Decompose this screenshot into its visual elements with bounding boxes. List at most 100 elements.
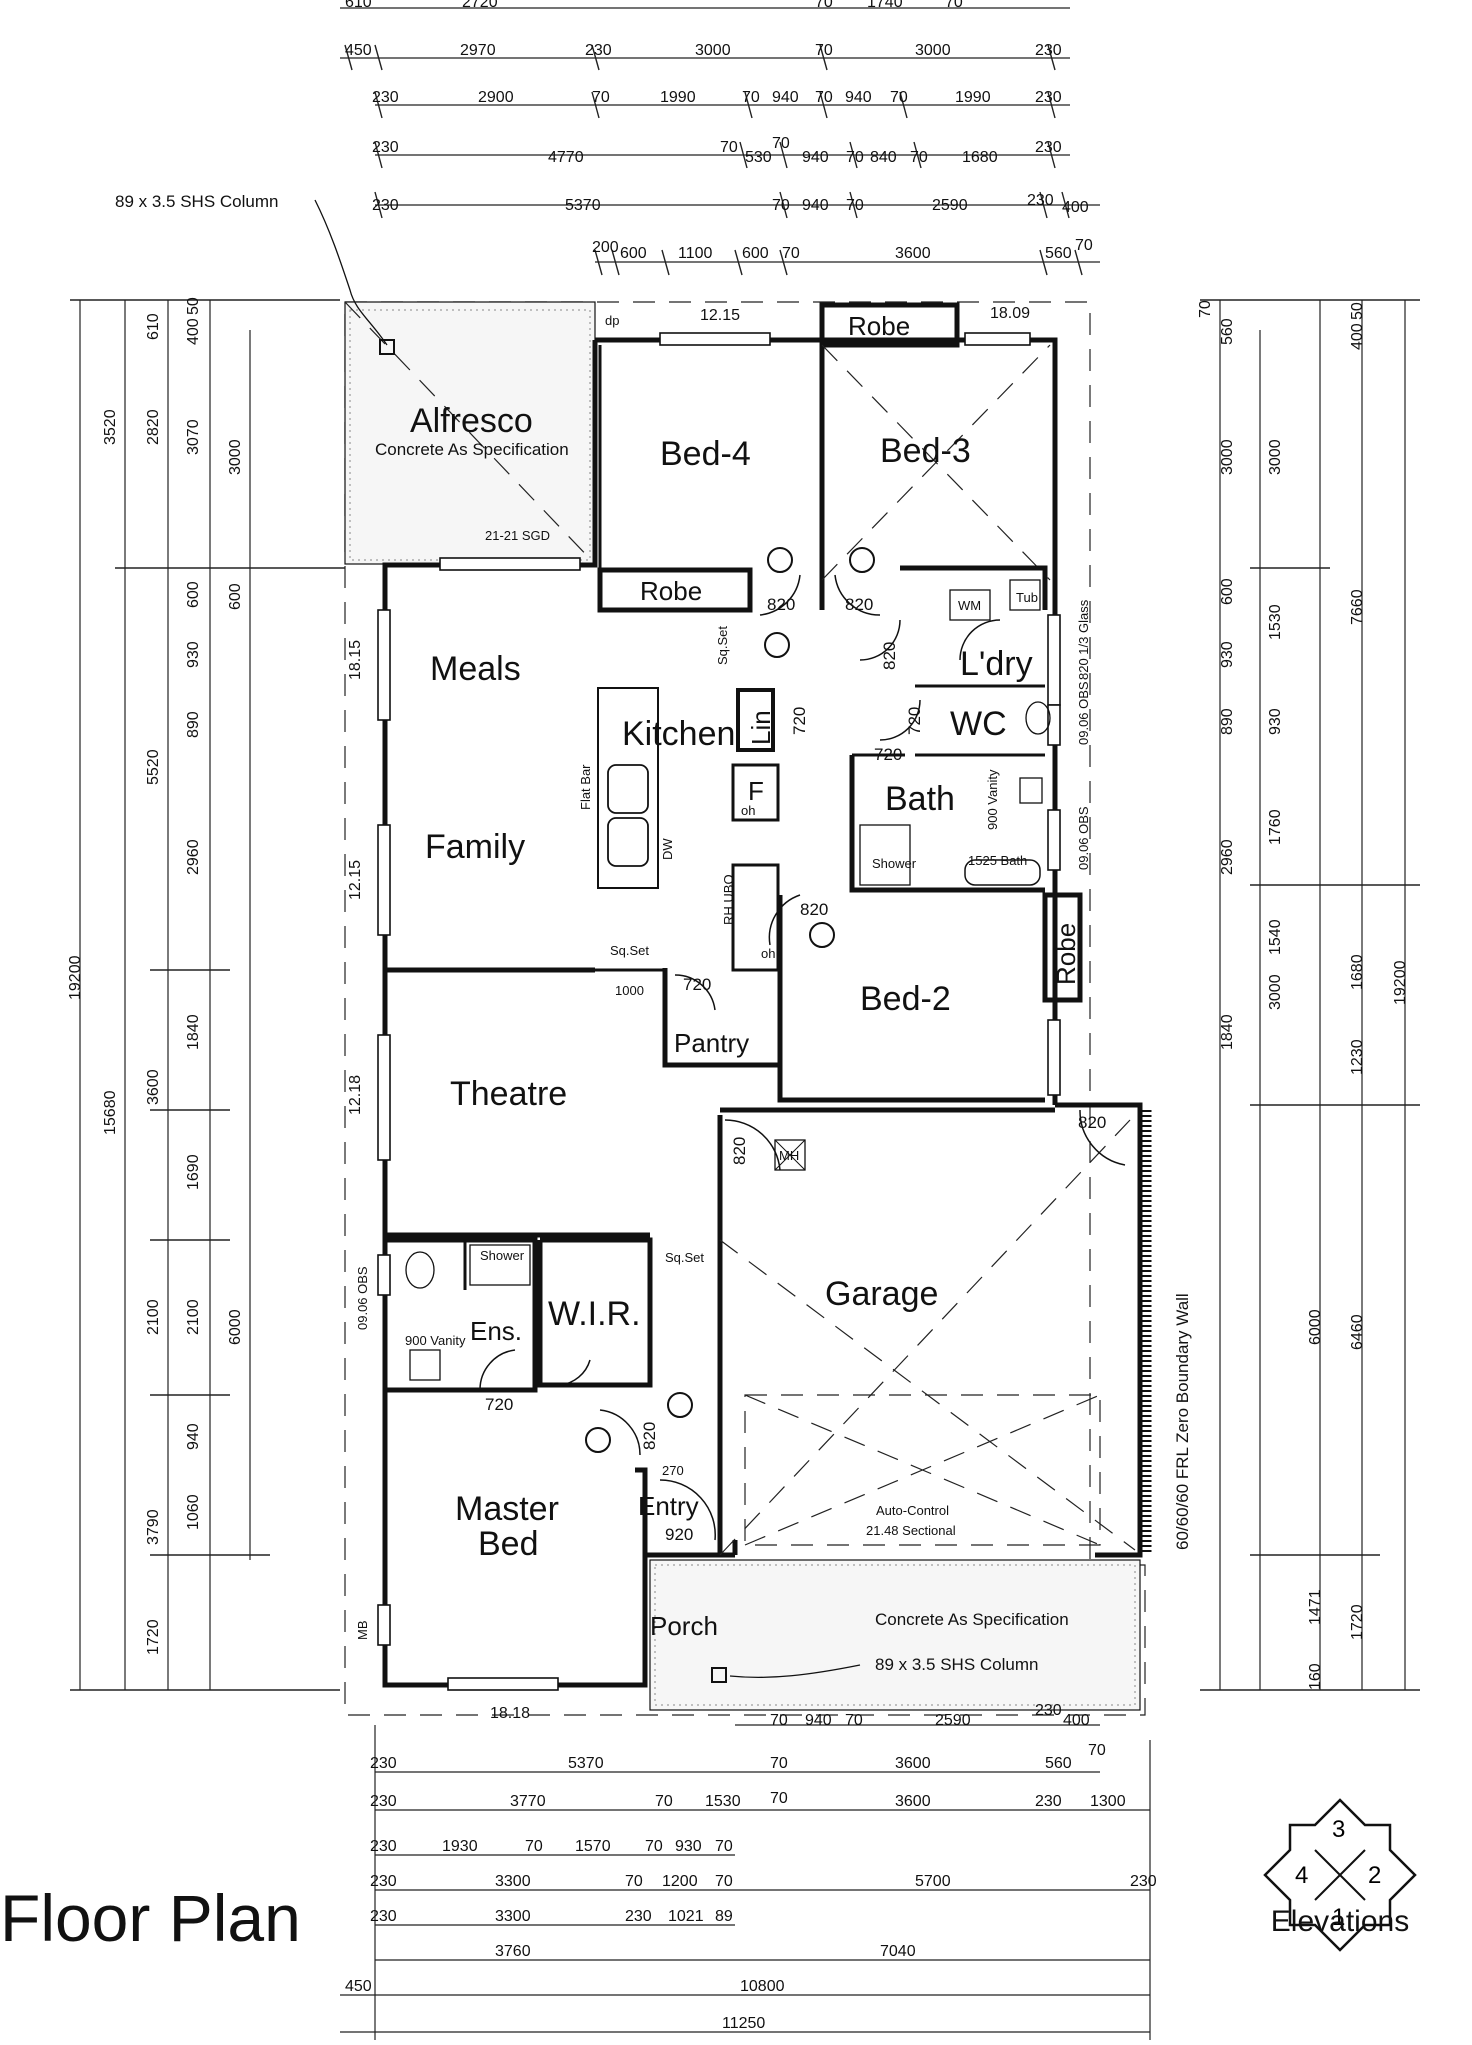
dim-text: 610 [145, 313, 162, 340]
dim-text: 940 [772, 89, 799, 106]
left-dimensions: 19200 3520 5520 15680 610 2820 3600 2100… [67, 297, 345, 1691]
building [344, 301, 1152, 1716]
elevation-2: 2 [1368, 1862, 1381, 1889]
dim-text: 930 [1219, 641, 1236, 668]
garage-door-note: 21.48 Sectional [866, 1523, 956, 1538]
dim-text: 89 [715, 1908, 733, 1925]
dim-text: 450 [345, 1978, 372, 1995]
robe-label: Robe [640, 576, 702, 606]
dim-text: 230 [370, 1873, 397, 1890]
room-kitchen: Kitchen [622, 715, 735, 753]
room-theatre: Theatre [450, 1075, 567, 1113]
door-label: 820 [730, 1137, 749, 1165]
shower-label: Shower [480, 1248, 525, 1263]
room-master: Master [455, 1490, 559, 1528]
room-bed2: Bed-2 [860, 980, 951, 1018]
dim-text: 940 [802, 197, 829, 214]
dim-text: 3770 [510, 1793, 546, 1810]
right-dimensions: 19200 50 400 7660 1680 1230 6460 1720 70… [1197, 299, 1420, 1691]
dim-text: 890 [185, 711, 202, 738]
opening-labels: 12.15 18.09 18.15 12.15 12.18 18.18 820 … [347, 305, 1106, 1722]
door-label: 720 [905, 707, 924, 735]
dim-text: 930 [1267, 708, 1284, 735]
dim-text: 940 [845, 89, 872, 106]
dim-text: 230 [1035, 1793, 1062, 1810]
dim-text: 70 [910, 149, 928, 166]
dim-text: 70 [846, 149, 864, 166]
dim-text: 560 [1045, 1755, 1072, 1772]
dim-text: 3760 [495, 1943, 531, 1960]
dim-text: 230 [372, 139, 399, 156]
dim-text: 230 [1035, 42, 1062, 59]
dim-text: 600 [185, 581, 202, 608]
door-label: 820 [880, 642, 899, 670]
dim-text: 6000 [227, 1309, 244, 1345]
top-dimensions: 610 2720 70 1740 70 450 2970 230 3000 70… [340, 0, 1100, 276]
dim-text: 940 [185, 1423, 202, 1450]
door-label: 820 [640, 1422, 659, 1450]
dim-text: 70 [1075, 237, 1093, 254]
obs-note: 09.06 OBS [355, 1266, 370, 1330]
dim-text: 3600 [895, 1755, 931, 1772]
dim-text: 1530 [705, 1793, 741, 1810]
window-label: 12.15 [700, 307, 740, 324]
window-label: 12.18 [347, 1075, 364, 1115]
dim-text: 11250 [722, 2015, 765, 2032]
sqset-label: Sq.Set [665, 1250, 704, 1265]
dim-text: 1760 [1267, 809, 1284, 845]
dim-text: 70 [815, 89, 833, 106]
dim-text: 19200 [1392, 960, 1409, 1005]
dim-text: 70 [770, 1790, 788, 1807]
dim-text: 1720 [1349, 1604, 1366, 1640]
meter-box-label: MB [355, 1621, 370, 1641]
dim-text: 7660 [1349, 589, 1366, 625]
vanity-label: 900 Vanity [985, 769, 1000, 830]
dim-text: 3000 [1267, 439, 1284, 475]
elevation-3: 3 [1332, 1816, 1345, 1843]
dim-text: 930 [675, 1838, 702, 1855]
dim-text: 70 [1197, 300, 1214, 318]
dim-text: 1471 [1307, 1589, 1324, 1625]
dim-text: 70 [715, 1838, 733, 1855]
dim-text: 5700 [915, 1873, 951, 1890]
oven-label: oh [741, 803, 755, 818]
dim-text: 5370 [565, 197, 601, 214]
dim-text: 3000 [1219, 439, 1236, 475]
dim-text: 6000 [1307, 1309, 1324, 1345]
dim-text: 1200 [662, 1873, 698, 1890]
dim-text: 2590 [935, 1712, 971, 1729]
dim-text: 2590 [932, 197, 968, 214]
dim-text: 1840 [185, 1014, 202, 1050]
sgd-note: 21-21 SGD [485, 528, 550, 543]
dim-text: 1840 [1219, 1014, 1236, 1050]
dim-text: 600 [620, 245, 647, 262]
dim-text: 1300 [1090, 1793, 1126, 1810]
dim-text: 50 [1349, 302, 1366, 320]
door-label: 820 [800, 900, 828, 919]
manhole-label: MH [779, 1148, 799, 1163]
room-meals: Meals [430, 650, 521, 688]
dim-text: 7040 [880, 1943, 916, 1960]
room-alfresco: Alfresco [410, 402, 533, 440]
dim-text: 5520 [145, 749, 162, 785]
dim-text: 230 [370, 1838, 397, 1855]
dim-text: 70 [845, 1712, 863, 1729]
dim-text: 70 [625, 1873, 643, 1890]
robe-label: Robe [848, 311, 910, 341]
door-label: 920 [665, 1525, 693, 1544]
dim-text: 400 [1349, 323, 1366, 350]
column-note: 89 x 3.5 SHS Column [115, 192, 278, 211]
dim-text: 70 [742, 89, 760, 106]
dim-text: 2720 [462, 0, 498, 11]
room-labels: Alfresco Concrete As Specification Bed-4… [375, 311, 1081, 1641]
dim-text: 3600 [895, 1793, 931, 1810]
dim-text: 6460 [1349, 1314, 1366, 1350]
dim-text: 230 [1035, 1702, 1062, 1719]
dim-text: 70 [815, 0, 833, 11]
dim-text: 1720 [145, 1619, 162, 1655]
dim-text: 70 [772, 197, 790, 214]
dim-text: 1680 [1349, 954, 1366, 990]
dim-text: 3600 [145, 1069, 162, 1105]
boundary-wall-note: 60/60/60 FRL Zero Boundary Wall [1173, 1293, 1192, 1550]
